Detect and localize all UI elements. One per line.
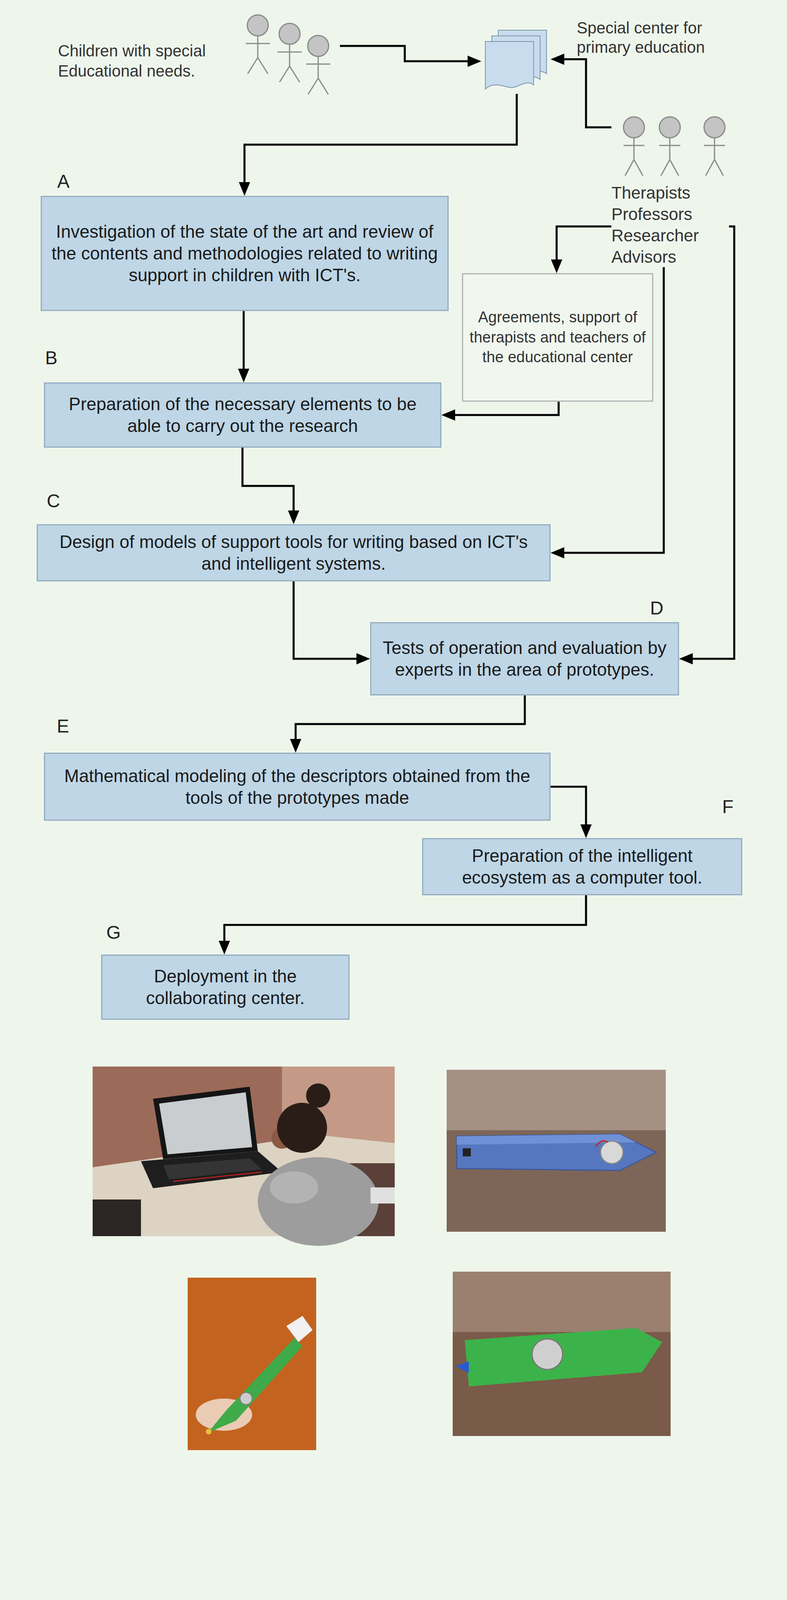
photo-green-pen-small	[187, 1277, 317, 1450]
arrowhead	[287, 510, 300, 524]
connector	[293, 581, 371, 665]
connector	[339, 45, 482, 67]
connector-line	[339, 45, 468, 62]
connector-line	[455, 401, 559, 415]
arrowhead	[289, 738, 302, 753]
arrowhead	[467, 55, 482, 67]
box-text: Investigation of the state of the art an…	[48, 220, 442, 286]
actor-label: Children with special Educational needs.	[57, 40, 248, 82]
arrowhead	[550, 53, 565, 65]
process-box: GDeployment in the collaborating center.	[101, 954, 350, 1020]
connector	[550, 53, 612, 128]
connector-line	[295, 695, 525, 739]
process-box: AInvestigation of the state of the art a…	[40, 195, 449, 311]
document-shape	[481, 28, 551, 94]
arrowhead	[238, 368, 250, 383]
connector-line	[550, 786, 587, 825]
connector-line	[564, 59, 612, 128]
connector-line	[242, 310, 245, 369]
photo-classroom	[92, 1066, 395, 1246]
step-letter: D	[650, 598, 664, 618]
step-letter: B	[45, 348, 58, 367]
box-text: Preparation of the necessary elements to…	[51, 393, 434, 437]
arrowhead	[550, 259, 563, 274]
process-box: BPreparation of the necessary elements t…	[43, 382, 442, 448]
connector-line	[224, 894, 587, 941]
arrowhead	[238, 182, 251, 196]
connector	[242, 447, 300, 524]
connector	[441, 401, 559, 421]
photo-green-pen	[452, 1271, 671, 1436]
box-text: Preparation of the intelligent ecosystem…	[429, 844, 735, 888]
arrowhead	[441, 409, 456, 421]
connector	[238, 93, 517, 196]
box-text: Design of models of support tools for wr…	[44, 530, 543, 574]
connector	[679, 226, 735, 665]
document-icon: Special center for primary education	[481, 28, 551, 94]
arrowhead	[356, 652, 371, 665]
box-text: Deployment in the collaborating center.	[108, 965, 342, 1009]
step-letter: G	[106, 922, 121, 942]
process-box: CDesign of models of support tools for w…	[36, 523, 551, 582]
connector	[550, 226, 612, 274]
connector	[218, 894, 587, 955]
step-letter: E	[56, 716, 70, 736]
process-box: DTests of operation and evaluation by ex…	[370, 621, 680, 696]
connector-line	[692, 226, 735, 659]
note-text: Agreements, support of therapists and te…	[468, 307, 647, 367]
arrowhead	[679, 652, 693, 665]
step-letter: F	[722, 797, 734, 816]
note-box: Agreements, support of therapists and te…	[461, 273, 654, 402]
box-text: Mathematical modeling of the descriptors…	[51, 764, 543, 808]
arrowhead	[550, 546, 565, 559]
arrowhead	[580, 824, 592, 838]
arrowhead	[218, 940, 230, 955]
step-letter: A	[57, 171, 70, 191]
connector	[550, 786, 592, 839]
actor-group: Children with special Educational needs.	[57, 14, 340, 97]
box-text: Tests of operation and evaluation by exp…	[377, 636, 672, 680]
connector	[289, 695, 525, 753]
actor-group: Therapists Professors Researcher Advisor…	[611, 117, 730, 268]
process-box: FPreparation of the intelligent ecosyste…	[422, 837, 743, 895]
connector-line	[242, 447, 294, 511]
connector	[238, 310, 250, 383]
step-letter: C	[46, 491, 61, 510]
connector-line	[244, 93, 517, 183]
process-box: EMathematical modeling of the descriptor…	[43, 752, 551, 821]
actor-label: Therapists Professors Researcher Advisor…	[611, 182, 730, 268]
connector-line	[293, 581, 357, 659]
heading-label: Special center for primary education	[576, 18, 746, 57]
photo-blue-pen	[446, 1069, 666, 1232]
connector-line	[556, 226, 612, 260]
